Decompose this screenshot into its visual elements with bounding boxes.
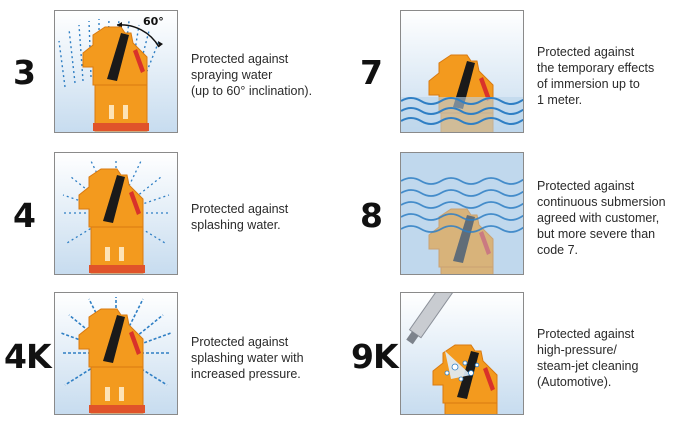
rating-description: Protected against high-pressure/ steam-j… [537, 327, 639, 389]
spray-water-icon: 60° [54, 10, 178, 133]
rating-description: Protected against continuous submersion … [537, 179, 666, 257]
high-pressure-splash-icon [54, 292, 178, 415]
steam-jet-icon [400, 292, 524, 415]
ip-code-label: 8 [360, 196, 383, 235]
immersion-icon [400, 10, 524, 133]
ip-code-label: 9K [351, 337, 399, 376]
ip-code-label: 4K [4, 337, 52, 376]
ip-code-label: 3 [13, 53, 36, 92]
splash-water-icon [54, 152, 178, 275]
ip-code-label: 4 [13, 196, 36, 235]
rating-description: Protected against spraying water (up to … [191, 52, 313, 98]
rating-description: Protected against the temporary effects … [537, 45, 655, 107]
submersion-icon [400, 152, 524, 275]
angle-label: 60° [143, 15, 164, 28]
ip-code-label: 7 [360, 53, 383, 92]
rating-description: Protected against splashing water. [191, 202, 289, 232]
rating-description: Protected against splashing water with i… [191, 335, 304, 381]
